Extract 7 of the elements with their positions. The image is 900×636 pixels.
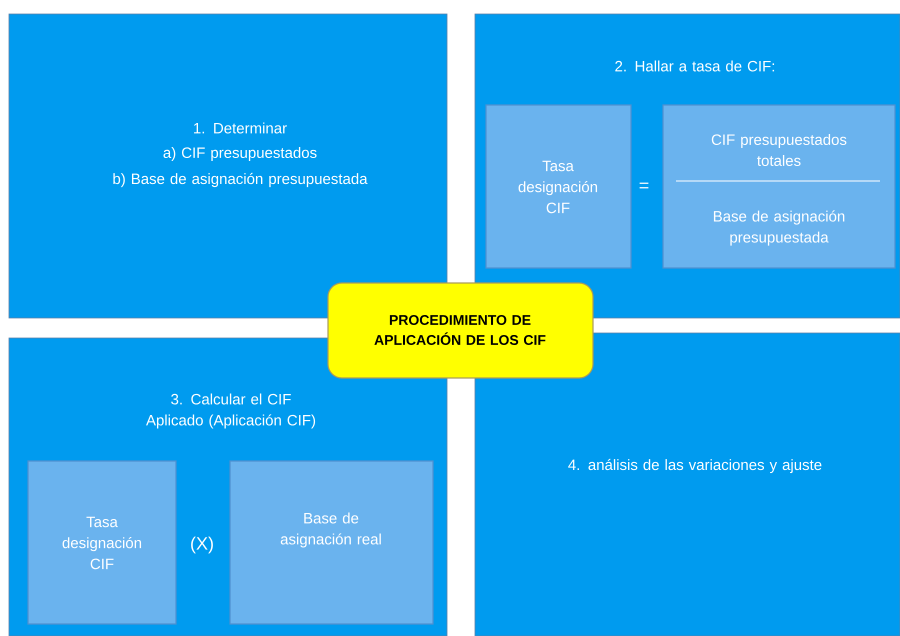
operator-sign: (X) [191,536,213,554]
formula-box: Tasa designación CIF [485,104,632,269]
formula-box: Tasa designación CIF [27,460,177,625]
operator-sign: = [640,182,648,188]
title-box: PROCEDIMIENTO DE APLICACIÓN DE LOS CIF [327,282,594,379]
formula-box: Base de asignación real [229,460,434,625]
formula-box: CIF presupuestados totales Base de asignación presupuestada [662,104,896,269]
